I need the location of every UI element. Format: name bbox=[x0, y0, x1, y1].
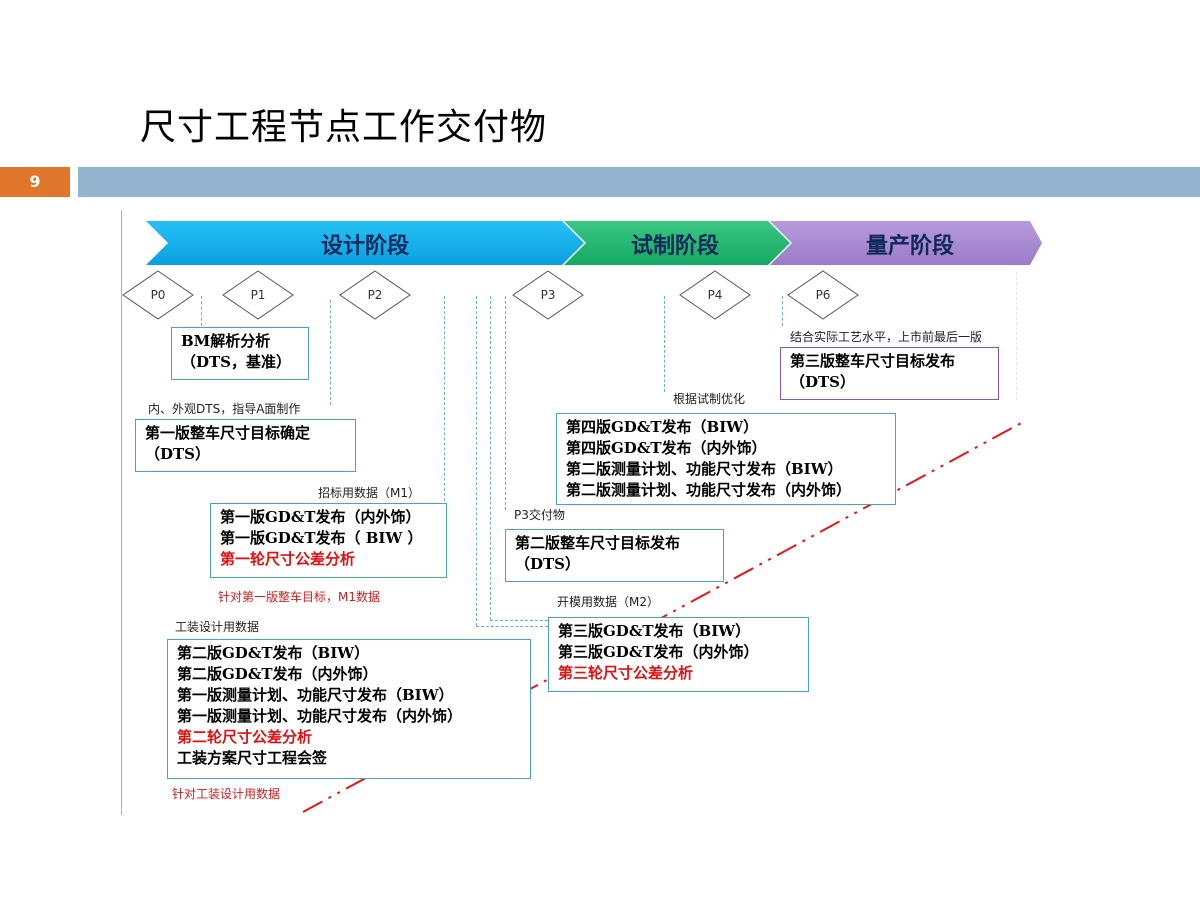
stage-arrow-design bbox=[146, 221, 584, 265]
milestone-diamond-p6 bbox=[787, 270, 859, 320]
connector-p4 bbox=[664, 296, 665, 392]
box-bm-analysis: BM解析分析 （DTS，基准） bbox=[171, 327, 309, 380]
box-line: （DTS） bbox=[145, 445, 211, 463]
box-line: 第二版整车尺寸目标发布 bbox=[515, 534, 681, 552]
stage-label-trial: 试制阶段 bbox=[630, 233, 719, 259]
connector-p3 bbox=[505, 296, 506, 510]
connector-a bbox=[476, 296, 477, 626]
note-final-version: 结合实际工艺水平，上市前最后一版 bbox=[790, 330, 983, 344]
milestone-p0: P0 bbox=[150, 288, 166, 302]
milestone-diamond-p0 bbox=[122, 270, 194, 320]
page-title: 尺寸工程节点工作交付物 bbox=[140, 107, 548, 148]
milestone-p2: P2 bbox=[367, 288, 383, 302]
box-line: 第三版整车尺寸目标发布 bbox=[790, 352, 956, 370]
stage-label-mass: 量产阶段 bbox=[865, 233, 954, 259]
box-v2-target: 第二版整车尺寸目标发布 （DTS） bbox=[505, 529, 724, 582]
connector-p1 bbox=[330, 300, 331, 405]
box-v1-gdt: 第一版GD&T发布（内外饰） 第一版GD&T发布（ BIW ） 第一轮尺寸公差分… bbox=[210, 503, 447, 578]
box-line: 第四版GD&T发布（BIW） bbox=[566, 418, 759, 436]
stage-label-design: 设计阶段 bbox=[320, 233, 409, 259]
timeline-axis bbox=[121, 210, 122, 815]
box-line: 第二版GD&T发布（内外饰） bbox=[177, 665, 378, 683]
connector-p6 bbox=[782, 296, 783, 326]
note-for-v1: 针对第一版整车目标，M1数据 bbox=[218, 590, 380, 604]
box-line-highlight: 第一轮尺寸公差分析 bbox=[220, 550, 356, 568]
box-v4-gdt: 第四版GD&T发布（BIW） 第四版GD&T发布（内外饰） 第二版测量计划、功能… bbox=[556, 413, 896, 505]
connector-p2 bbox=[444, 296, 445, 506]
connector-end bbox=[1016, 272, 1017, 400]
box-line-highlight: 第三轮尺寸公差分析 bbox=[558, 664, 694, 682]
box-line: 工装方案尺寸工程会签 bbox=[177, 749, 328, 767]
milestone-p1: P1 bbox=[250, 288, 266, 302]
connector-b bbox=[490, 296, 491, 620]
milestone-p6: P6 bbox=[815, 288, 831, 302]
box-v3-gdt: 第三版GD&T发布（BIW） 第三版GD&T发布（内外饰） 第三轮尺寸公差分析 bbox=[548, 617, 809, 692]
milestone-p4: P4 bbox=[707, 288, 723, 302]
milestone-p3: P3 bbox=[540, 288, 556, 302]
box-line: 第二版GD&T发布（BIW） bbox=[177, 644, 370, 662]
page-number-badge: 9 bbox=[0, 167, 70, 197]
note-trial-optimization: 根据试制优化 bbox=[673, 392, 746, 406]
box-line: 第三版GD&T发布（内外饰） bbox=[558, 643, 759, 661]
box-line-highlight: 第二轮尺寸公差分析 bbox=[177, 728, 313, 746]
box-line: 第一版测量计划、功能尺寸发布（内外饰） bbox=[177, 707, 463, 725]
box-line: （DTS，基准） bbox=[181, 353, 292, 371]
milestone-diamond-p1 bbox=[222, 270, 294, 320]
box-line: 第一版GD&T发布（ BIW ） bbox=[220, 529, 423, 547]
note-dts-exterior: 内、外观DTS，指导A面制作 bbox=[148, 402, 301, 416]
box-line: 第一版整车尺寸目标确定 bbox=[145, 424, 311, 442]
box-v1-target: 第一版整车尺寸目标确定 （DTS） bbox=[135, 419, 356, 472]
stage-arrow-mass bbox=[770, 221, 1042, 265]
milestone-diamond-p2 bbox=[339, 270, 411, 320]
milestone-diamond-p3 bbox=[512, 270, 584, 320]
stage-arrow-trial bbox=[564, 221, 790, 265]
box-line: 第一版测量计划、功能尺寸发布（BIW） bbox=[177, 686, 454, 704]
box-line: 第二版测量计划、功能尺寸发布（内外饰） bbox=[566, 481, 852, 499]
milestone-diamond-p4 bbox=[679, 270, 751, 320]
note-bid-data: 招标用数据（M1） bbox=[318, 486, 420, 500]
box-v3-target: 第三版整车尺寸目标发布 （DTS） bbox=[780, 347, 999, 400]
note-p3-deliverable: P3交付物 bbox=[514, 508, 565, 522]
box-line: （DTS） bbox=[790, 373, 856, 391]
note-fixture-data: 工装设计用数据 bbox=[175, 620, 260, 634]
note-for-fixture: 针对工装设计用数据 bbox=[172, 787, 281, 801]
box-line: BM解析分析 bbox=[181, 332, 271, 350]
box-line: 第四版GD&T发布（内外饰） bbox=[566, 439, 767, 457]
progress-diagonal bbox=[302, 420, 1026, 813]
header-bar bbox=[78, 167, 1200, 197]
box-line: （DTS） bbox=[515, 555, 581, 573]
note-mold-data: 开模用数据（M2） bbox=[557, 595, 659, 609]
box-line: 第一版GD&T发布（内外饰） bbox=[220, 508, 421, 526]
connector-p0 bbox=[201, 296, 202, 326]
box-line: 第二版测量计划、功能尺寸发布（BIW） bbox=[566, 460, 843, 478]
box-line: 第三版GD&T发布（BIW） bbox=[558, 622, 751, 640]
box-v2-gdt: 第二版GD&T发布（BIW） 第二版GD&T发布（内外饰） 第一版测量计划、功能… bbox=[167, 639, 531, 779]
connector-fixture bbox=[476, 626, 548, 627]
connector-mold bbox=[490, 620, 548, 621]
